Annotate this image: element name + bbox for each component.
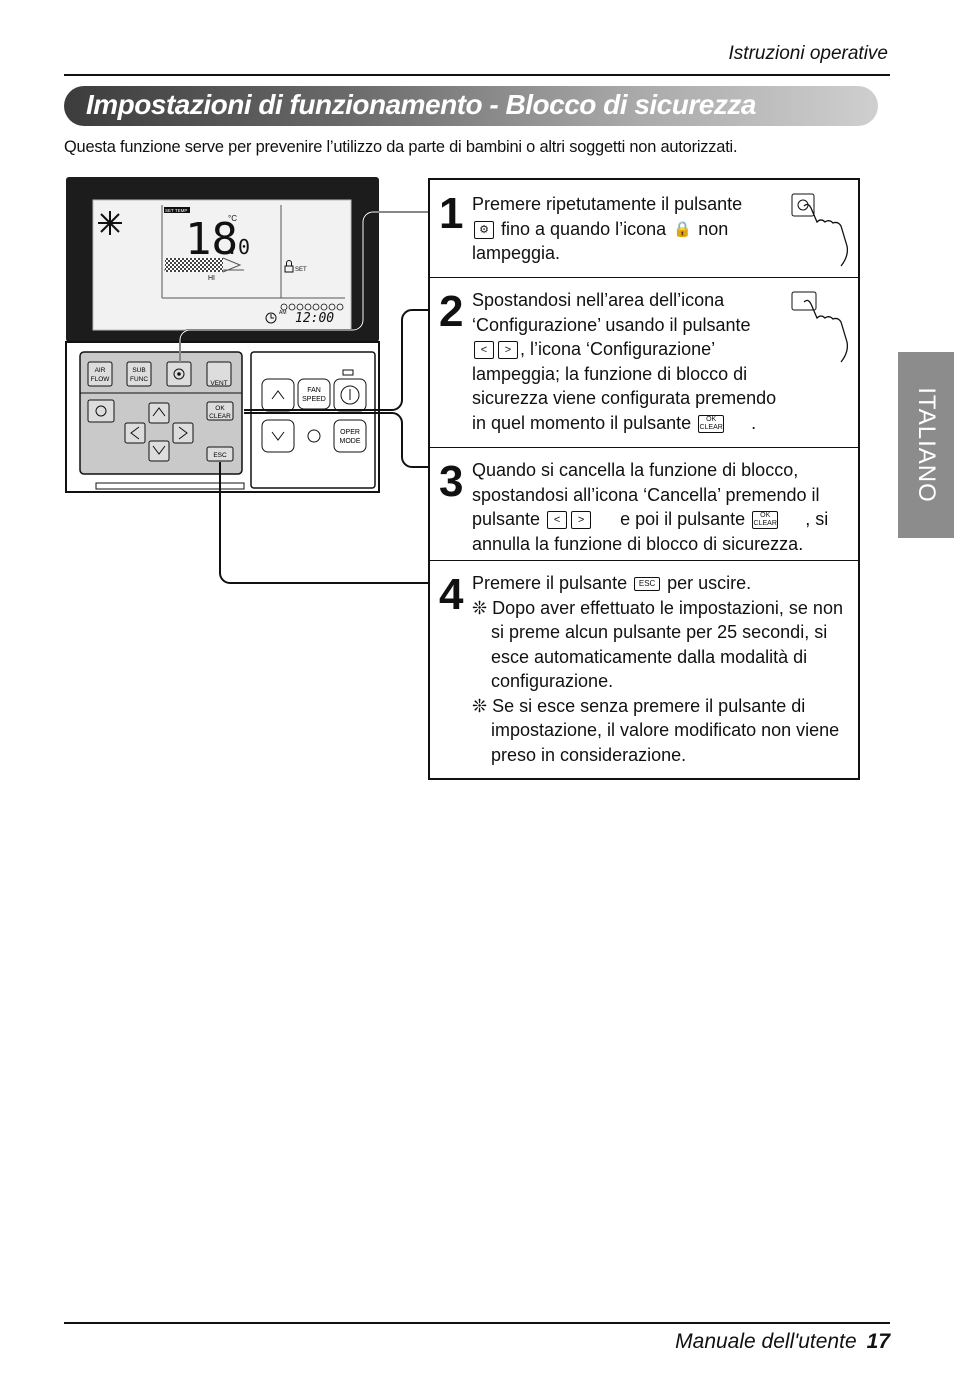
step-1: 1 Premere ripetutamente il pulsante ⚙ fi…	[430, 180, 858, 278]
section-header: Istruzioni operative	[728, 43, 888, 64]
footer: Manuale dell'utente 17	[675, 1330, 890, 1354]
header-rule	[64, 74, 890, 76]
step-2: 2 Spostandosi nell’area dell’icona ‘Conf…	[430, 278, 858, 448]
svg-text:OK: OK	[215, 405, 225, 412]
manual-title: Manuale dell'utente	[675, 1330, 857, 1353]
step-text-line: Quando si cancella la funzione di blocco…	[472, 460, 799, 480]
lock-set-label: SET	[295, 267, 307, 273]
page-title: Impostazioni di funzionamento - Blocco d…	[86, 89, 756, 120]
svg-text:SUB: SUB	[132, 367, 145, 374]
step-text-line: Premere il pulsante	[472, 573, 628, 593]
unit-label: °C	[228, 214, 237, 223]
svg-text:MODE: MODE	[340, 438, 361, 445]
fan-hi-label: HI	[208, 275, 215, 282]
step-text-line: non	[698, 218, 729, 239]
svg-text:VENT: VENT	[210, 380, 227, 387]
language-tab-label: ITALIANO	[913, 387, 940, 503]
step-number: 3	[439, 457, 464, 506]
remote-controller-illustration: SET TEMP 18 .0 °C HI SET AM 12:00 AIR FLO…	[65, 177, 430, 584]
note-auto-exit: ❊ Dopo aver effettuato le impostazioni, …	[472, 597, 843, 692]
left-arrow-button-icon: <	[547, 511, 568, 530]
step-text-line: , si	[805, 509, 829, 529]
svg-text:AIR: AIR	[95, 367, 106, 374]
temperature-readout: 18	[185, 214, 238, 265]
page-number: 17	[866, 1330, 890, 1353]
step-text: Premere il pulsante ESC per uscire. ❊ Do…	[472, 571, 850, 767]
snowflake-icon	[98, 211, 122, 235]
step-text-line: ‘Configurazione’ usando il pulsante	[472, 314, 751, 335]
step-3: 3 Quando si cancella la funzione di bloc…	[430, 448, 858, 561]
language-tab: ITALIANO	[898, 352, 954, 538]
step-text-line: pulsante	[472, 509, 541, 529]
intro-text: Questa funzione serve per prevenire l’ut…	[64, 138, 738, 156]
step-text-line: lampeggia.	[472, 243, 561, 263]
step-text-line: .	[751, 412, 757, 433]
step-number: 4	[439, 570, 464, 619]
step-text-line: , l’icona ‘Configurazione’	[520, 339, 716, 359]
svg-text:OPER: OPER	[340, 429, 360, 436]
right-arrow-button-icon: >	[571, 511, 592, 530]
step-text-line: Premere ripetutamente il pulsante	[472, 194, 743, 214]
settings-button-icon: ⚙	[474, 220, 494, 239]
step-text: Quando si cancella la funzione di blocco…	[472, 458, 852, 556]
step-text-line: per uscire.	[667, 573, 752, 593]
am-label: AM	[279, 310, 287, 316]
step-text-line: in quel momento il pulsante	[472, 412, 692, 433]
step-text-line: lampeggia; la funzione di blocco di	[472, 363, 748, 384]
step-text-line: Spostandosi nell’area dell’icona	[472, 290, 725, 310]
left-arrow-button-icon: <	[474, 341, 494, 360]
step-text: Premere ripetutamente il pulsante ⚙ fino…	[472, 192, 772, 266]
svg-text:FLOW: FLOW	[91, 376, 111, 383]
svg-text:FUNC: FUNC	[130, 376, 148, 383]
step-number: 1	[439, 189, 464, 238]
step-number: 2	[439, 287, 464, 336]
svg-text:CLEAR: CLEAR	[209, 413, 231, 420]
clock-icon	[265, 312, 277, 324]
title-bar	[64, 86, 878, 126]
note-no-save: ❊ Se si esce senza premere il pulsante d…	[472, 695, 840, 765]
lock-icon	[284, 260, 294, 273]
right-arrow-button-icon: >	[498, 341, 518, 360]
svg-text:FAN: FAN	[307, 387, 321, 394]
step-text-line: spostandosi all’icona ‘Cancella’ premend…	[472, 484, 820, 505]
esc-button-icon: ESC	[634, 577, 661, 592]
steps-box: 1 Premere ripetutamente il pulsante ⚙ fi…	[428, 178, 860, 780]
step-4: 4 Premere il pulsante ESC per uscire. ❊ …	[430, 561, 858, 778]
clock-readout: 12:00	[295, 311, 334, 326]
lock-icon: 🔒	[673, 220, 692, 238]
step-text-line: fino a quando l’icona	[501, 218, 667, 239]
temperature-decimal: .0	[226, 235, 250, 259]
hand-pressing-icon	[791, 193, 849, 267]
step-text: Spostandosi nell’area dell’icona ‘Config…	[472, 288, 792, 435]
step-text-line: sicurezza viene configurata premendo	[472, 388, 777, 408]
set-temp-label: SET TEMP	[165, 208, 187, 213]
hand-pressing-icon	[791, 291, 849, 363]
step-text-line: annulla la funzione di blocco di sicurez…	[472, 533, 804, 554]
step-text-line: e poi il pulsante	[620, 509, 746, 529]
svg-text:SPEED: SPEED	[302, 396, 326, 403]
footer-rule	[64, 1322, 890, 1324]
svg-text:ESC: ESC	[213, 452, 227, 459]
